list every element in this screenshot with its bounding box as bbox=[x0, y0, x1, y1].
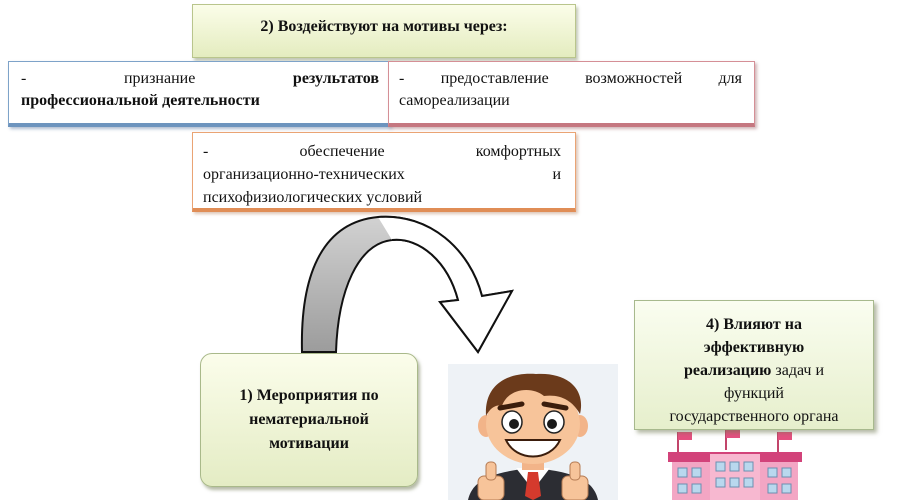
effect-line-4: функций bbox=[724, 385, 784, 402]
effect-line-3-bold: реализацию bbox=[683, 362, 772, 379]
comfort-conditions-box: - обеспечение комфортных организационно-… bbox=[192, 132, 576, 212]
influence-header-text: 2) Воздействуют на мотивы через: bbox=[260, 18, 508, 35]
influence-header-box: 2) Воздействуют на мотивы через: bbox=[192, 4, 576, 58]
self-realization-word-b: возможностей bbox=[585, 70, 683, 87]
self-realization-line-2: самореализации bbox=[399, 92, 510, 109]
recognition-box: - признание результатов профессиональной… bbox=[8, 61, 390, 127]
government-building-illustration bbox=[668, 430, 802, 500]
comfort-word-b: комфортных bbox=[475, 143, 561, 160]
comfort-word-d: и bbox=[552, 166, 561, 183]
recognition-bold-line: профессиональной деятельности bbox=[21, 92, 260, 109]
effect-line-5: государственного органа bbox=[669, 408, 839, 425]
recognition-line-2: профессиональной деятельности bbox=[21, 90, 379, 112]
recognition-line-1: - признание результатов bbox=[21, 68, 379, 90]
self-realization-line-1: - предоставление возможностей для bbox=[399, 68, 742, 90]
thumbs-up-right bbox=[561, 461, 589, 500]
effective-realization-box: 4) Влияют на эффективную реализацию зада… bbox=[634, 300, 874, 430]
businessman-illustration bbox=[448, 364, 618, 500]
comfort-line-2: организационно-технических и bbox=[203, 163, 561, 186]
self-realization-word-c: для bbox=[718, 70, 742, 87]
effect-line-2: эффективную bbox=[703, 339, 805, 356]
thumbs-up-left bbox=[477, 461, 505, 500]
effect-line-1: 4) Влияют на bbox=[706, 316, 802, 333]
recognition-bold-word: результатов bbox=[292, 70, 379, 87]
comfort-word-a: обеспечение bbox=[299, 143, 385, 160]
self-realization-word-a: предоставление bbox=[440, 70, 549, 87]
comfort-line-3: психофизиологических условий bbox=[203, 189, 423, 206]
comfort-dash: - bbox=[203, 143, 209, 160]
non-material-motivation-box: 1) Мероприятия по нематериальной мотивац… bbox=[200, 353, 418, 487]
non-material-motivation-text: 1) Мероприятия по нематериальной мотивац… bbox=[239, 387, 379, 452]
self-realization-box: - предоставление возможностей для саморе… bbox=[388, 61, 755, 127]
comfort-word-c: организационно-технических bbox=[203, 166, 405, 183]
recognition-dash: - bbox=[21, 70, 27, 87]
recognition-word: признание bbox=[123, 70, 196, 87]
comfort-line-1: - обеспечение комфортных bbox=[203, 140, 561, 163]
self-realization-dash: - bbox=[399, 70, 405, 87]
effect-line-3-rest: задач и bbox=[771, 362, 825, 379]
